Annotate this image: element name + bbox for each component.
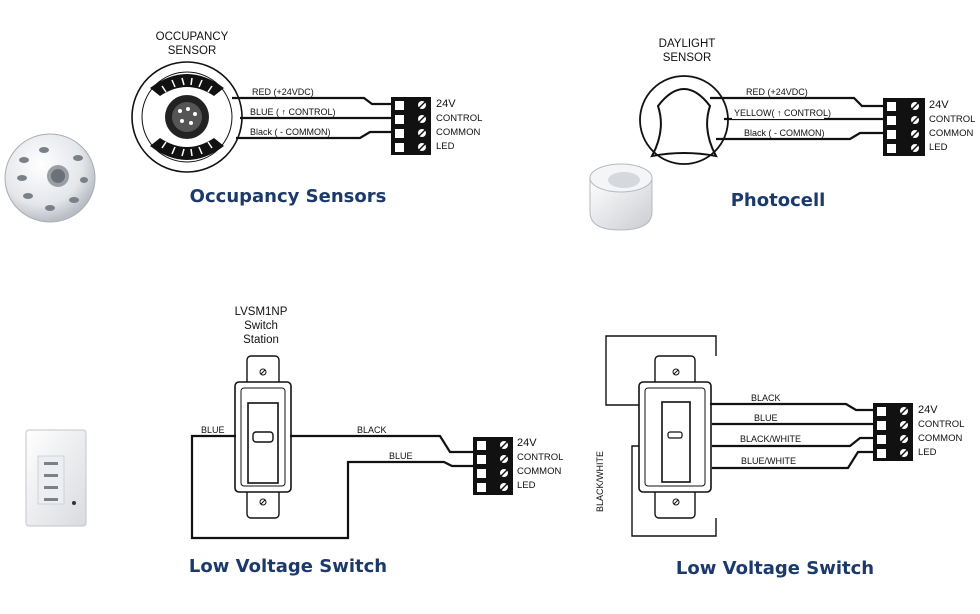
photocell-terminal-led: LED [929,142,948,153]
switch-station-label-line-1: LVSM1NP [235,306,288,318]
occupancy-wire-red-label: RED (+24VDC) [252,87,314,97]
switch-station-symbol [234,355,292,519]
daylight-sensor-label-line-2: SENSOR [663,52,712,64]
three-way-terminal-control: CONTROL [918,419,964,430]
occupancy-sensor-section: OCCUPANCY SENSOR RED (+24VDC) BLUE ( [4,31,482,223]
switch-station-section: LVSM1NP Switch Station BLUE BLACK BLUE [25,306,563,577]
occupancy-sensor-wires [232,96,392,140]
photocell-terminal-24v: 24V [929,99,949,111]
three-way-section-title: Low Voltage Switch [676,558,874,579]
three-way-wire-blue-white-label: BLUE/WHITE [741,456,796,466]
switch-station-terminal-led: LED [517,480,536,491]
occupancy-terminal-common: COMMON [436,127,480,138]
three-way-terminal-led: LED [918,447,937,458]
switch-wire-black-label: BLACK [357,425,387,435]
photocell-terminal-common: COMMON [929,128,973,139]
three-way-wire-black-white-label: BLACK/WHITE [740,434,801,444]
occupancy-sensor-symbol [131,61,243,173]
occupancy-terminal-led: LED [436,141,455,152]
three-way-switch-wires [605,335,876,537]
three-way-wire-blue-label: BLUE [754,413,778,423]
occupancy-sensor-label-line-1: OCCUPANCY [156,31,229,43]
occupancy-section-title: Occupancy Sensors [190,186,387,207]
switch-station-section-title: Low Voltage Switch [189,556,387,577]
occupancy-terminal-block [391,97,431,155]
switch-station-terminal-block [473,437,513,495]
daylight-sensor-label-line-1: DAYLIGHT [659,38,716,50]
photocell-wire-red-label: RED (+24VDC) [746,87,808,97]
switch-station-terminal-common: COMMON [517,466,561,477]
daylight-sensor-symbol [639,75,729,165]
switch-station-terminal-24v: 24V [517,437,537,449]
photocell-section-title: Photocell [731,190,826,211]
occupancy-wire-blue-label: BLUE ( ↑ CONTROL) [250,107,336,117]
occupancy-sensor-photo [4,133,96,223]
occupancy-sensor-label-line-2: SENSOR [168,45,217,57]
photocell-photo [589,163,653,231]
three-way-terminal-24v: 24V [918,404,938,416]
three-way-terminal-block [873,403,913,461]
photocell-wire-black-label: Black ( - COMMON) [744,128,825,138]
switch-wire-blue-left-label: BLUE [201,425,225,435]
switch-wire-blue-right-label: BLUE [389,451,413,461]
switch-station-label-line-2: Switch [244,320,278,332]
occupancy-terminal-control: CONTROL [436,113,482,124]
occupancy-terminal-24v: 24V [436,98,456,110]
three-way-switch-symbol [638,355,712,519]
three-way-wire-black-white-vertical-label: BLACK/WHITE [595,451,605,512]
photocell-terminal-block [883,98,925,156]
three-way-switch-section: BLACK BLUE BLACK/WHITE BLUE/WHITE BLACK/… [595,335,964,579]
switch-station-label-line-3: Station [243,334,279,346]
occupancy-wire-black-label: Black ( - COMMON) [250,127,331,137]
photocell-terminal-control: CONTROL [929,114,975,125]
three-way-wire-black-label: BLACK [751,393,781,403]
switch-station-terminal-control: CONTROL [517,452,563,463]
three-way-terminal-common: COMMON [918,433,962,444]
switch-station-wires [190,434,474,540]
switch-station-photo [25,429,87,527]
photocell-section: DAYLIGHT SENSOR RED (+24VDC) YELLOW( ↑ C… [589,38,975,231]
photocell-wire-yellow-label: YELLOW( ↑ CONTROL) [734,108,831,118]
